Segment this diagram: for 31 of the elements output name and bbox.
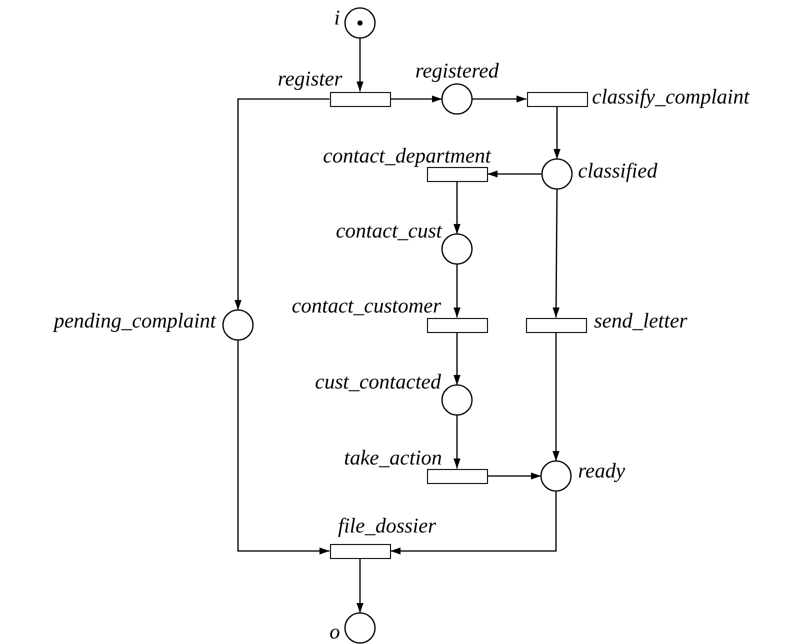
place-label: registered <box>415 60 499 82</box>
transition-label: take_action <box>344 448 442 468</box>
arc-arrow <box>390 491 557 554</box>
arc-arrow <box>237 340 330 554</box>
arc-arrow <box>454 182 460 234</box>
arc-arrow <box>552 332 560 461</box>
place-label: contact_cust <box>336 220 442 242</box>
place-label: pending_complaint <box>54 310 216 332</box>
arc-arrow <box>488 170 542 178</box>
arc-arrow <box>488 472 541 480</box>
place-label: ready <box>578 460 626 482</box>
place-label: o <box>330 622 340 642</box>
arc-arrow <box>356 558 364 613</box>
transition-label: file_dossier <box>338 516 436 536</box>
arc-arrow <box>472 96 526 102</box>
place-label: cust_contacted <box>315 372 441 392</box>
arc-arrow <box>552 189 560 318</box>
transition-label: classify_complaint <box>592 86 750 108</box>
arc-arrow <box>390 96 442 102</box>
arc-arrow <box>454 264 460 318</box>
arc-arrow <box>356 38 364 92</box>
arc-arrow <box>234 98 330 310</box>
arc-arrow <box>454 332 460 385</box>
transition-label: contact_customer <box>292 296 441 316</box>
arc-arrow <box>554 106 560 159</box>
transition-label: contact_department <box>323 146 491 166</box>
place-label: i <box>334 8 340 28</box>
place-label: classified <box>578 160 658 182</box>
arc-arrow <box>454 415 460 468</box>
transition-label: register <box>278 68 342 90</box>
transition-label: send_letter <box>594 310 688 332</box>
